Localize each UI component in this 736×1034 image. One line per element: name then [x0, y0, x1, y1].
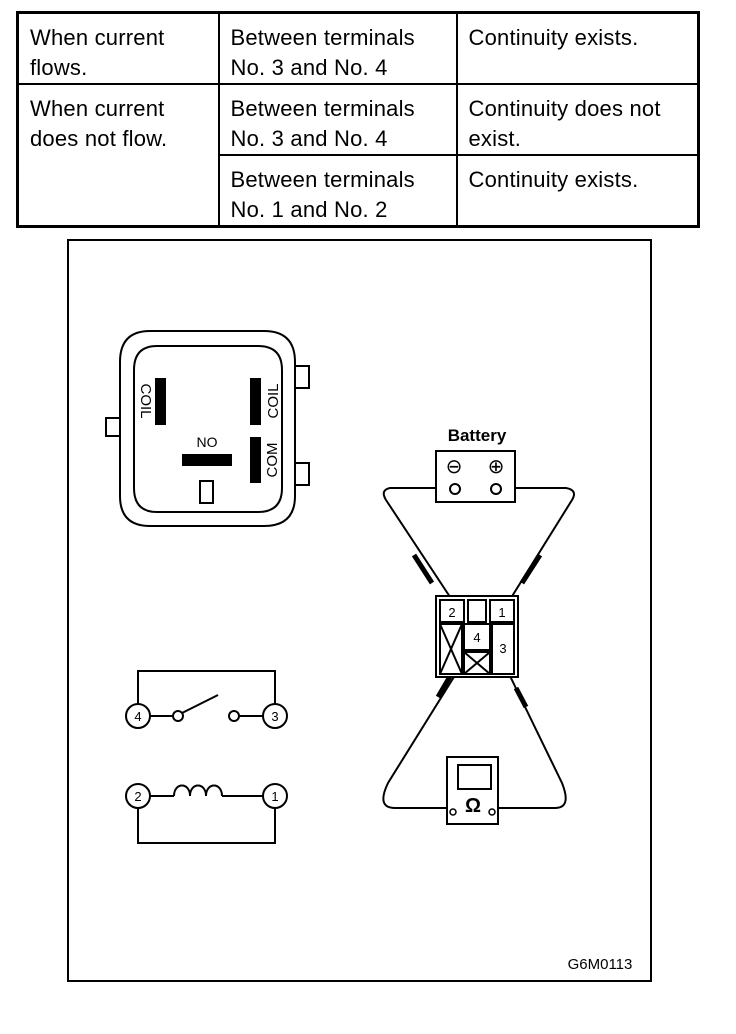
- svg-text:1: 1: [271, 789, 278, 804]
- svg-text:4: 4: [134, 709, 141, 724]
- no-pin: [182, 454, 232, 466]
- condition-cell: When current does not flow.: [16, 83, 220, 228]
- terminals-cell: Between terminals No. 1 and No. 2: [217, 154, 458, 228]
- com-pin: [250, 437, 261, 483]
- terminals-cell: Between terminals No. 3 and No. 4: [217, 83, 458, 156]
- ohmmeter: Ω: [446, 756, 499, 825]
- ohm-icon: Ω: [465, 795, 481, 817]
- relay-schematic: [137, 670, 276, 844]
- svg-text:2: 2: [134, 789, 141, 804]
- table-row: Between terminals No. 1 and No. 2 Contin…: [18, 154, 700, 228]
- terminals-cell: Between terminals No. 3 and No. 4: [217, 11, 458, 85]
- coil-label-left: COIL: [137, 383, 154, 418]
- battery-negative-terminal: [449, 483, 461, 495]
- battery-negative-icon: ⊖: [446, 456, 463, 478]
- relay-body: [435, 595, 519, 678]
- battery: Battery ⊖ ⊕: [435, 426, 516, 503]
- figure-frame: [67, 239, 652, 982]
- coil-pin-right: [250, 378, 261, 425]
- result-cell: Continuity exists.: [455, 11, 700, 85]
- table-row: When current flows. Between terminals No…: [16, 11, 700, 85]
- schematic-terminal-2: 2: [125, 783, 151, 809]
- condition-cell: When current flows.: [16, 11, 220, 85]
- svg-text:3: 3: [271, 709, 278, 724]
- battery-positive-icon: ⊕: [488, 456, 505, 478]
- no-label: NO: [197, 434, 218, 450]
- com-label: COM: [264, 443, 281, 478]
- relay-terminal-2: 2: [448, 605, 455, 620]
- relay-terminal-3: 3: [499, 641, 506, 656]
- table-row: When current does not flow. Between term…: [16, 83, 700, 228]
- battery-positive-terminal: [490, 483, 502, 495]
- relay-terminal-1: 1: [498, 605, 505, 620]
- continuity-table: When current flows. Between terminals No…: [16, 11, 700, 228]
- coil-pin-left: [155, 378, 166, 425]
- coil-label-right: COIL: [265, 383, 282, 418]
- schematic-terminal-4: 4: [125, 703, 151, 729]
- battery-label: Battery: [448, 426, 507, 445]
- schematic-terminal-1: 1: [262, 783, 288, 809]
- schematic-terminal-3: 3: [262, 703, 288, 729]
- relay-connector-view: COIL COIL COM NO: [105, 330, 310, 527]
- figure-code: G6M0113: [568, 956, 633, 973]
- result-cell: Continuity does not exist.: [455, 83, 700, 156]
- relay-terminal-4: 4: [473, 630, 480, 645]
- result-cell: Continuity exists.: [455, 154, 700, 228]
